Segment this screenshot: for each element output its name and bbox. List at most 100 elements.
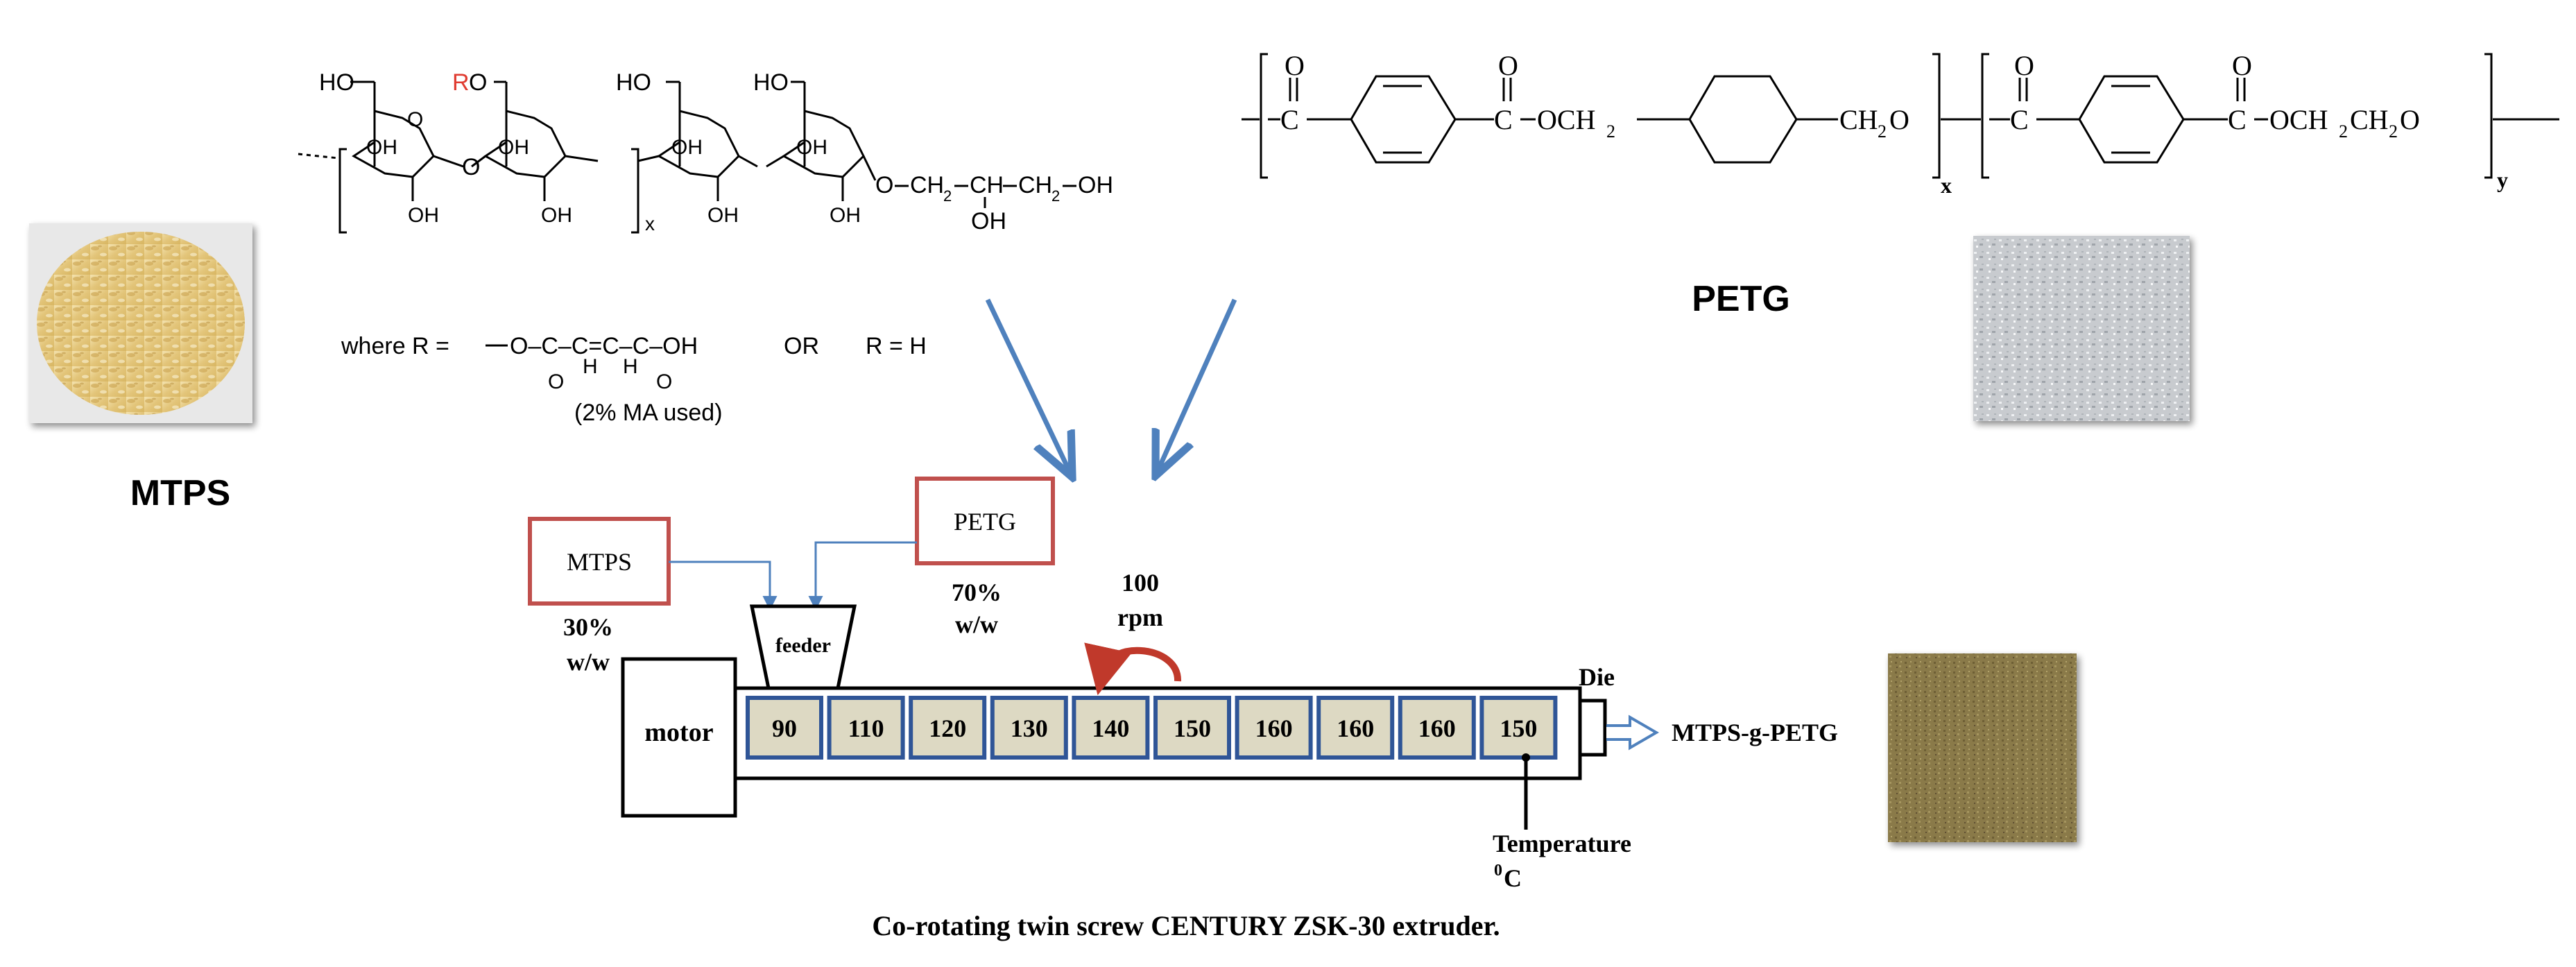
petg-sub: 2 xyxy=(1606,121,1615,142)
feeder-label: feeder xyxy=(775,634,831,657)
oh-label: OH xyxy=(541,204,572,227)
ring-oxygen: O xyxy=(407,108,423,131)
arrow-petg-to-extruder xyxy=(1156,298,1237,476)
thermocouple: Temperature 0 C xyxy=(1493,753,1631,892)
mtps-label: MTPS xyxy=(130,473,230,513)
ho-label: HO xyxy=(616,69,651,96)
diagram-caption: Co-rotating twin screw CENTURY ZSK-30 ex… xyxy=(872,910,1500,941)
output-arrow xyxy=(1606,714,1659,751)
petg-sub: 2 xyxy=(2339,121,2348,142)
tail-o: O xyxy=(875,172,893,198)
ho-label: HO xyxy=(753,69,789,96)
petg-o: O xyxy=(2014,50,2034,81)
petg-o: O xyxy=(1889,104,1909,135)
temperature-zone-box xyxy=(1479,696,1558,760)
mtps-structure-labels: HO R O HO HO O O OH OH OH OH OH OH OH OH… xyxy=(319,69,1113,426)
mtps-box-label: MTPS xyxy=(567,548,632,576)
petg-o: O xyxy=(1498,50,1518,81)
r-group-o: O xyxy=(656,370,672,393)
temperature-zone-value: 120 xyxy=(929,714,966,742)
oh-label: OH xyxy=(707,204,739,227)
r-equals-h: R = H xyxy=(866,333,927,359)
mtps-photo xyxy=(29,223,252,423)
temperature-zone-value: 140 xyxy=(1092,714,1129,742)
temperature-zone-box xyxy=(990,696,1068,760)
tail-oh: OH xyxy=(1078,172,1113,198)
tail-sub: 2 xyxy=(943,187,952,205)
where-r-text: where R = xyxy=(341,333,449,359)
link-oxygen: O xyxy=(462,154,480,180)
petg-fraction-pct: 70% xyxy=(952,579,1002,606)
mtps-fraction-pct: 30% xyxy=(563,613,613,641)
petg-box-label: PETG xyxy=(954,508,1016,536)
die: Die xyxy=(1578,663,1615,757)
temperature-zone-value: 90 xyxy=(772,714,797,742)
temperature-zone-value: 150 xyxy=(1174,714,1211,742)
temperature-zones: 90 110 120 130 140 150 160 160 160 150 xyxy=(746,696,1558,760)
petg-label: PETG xyxy=(1692,279,1790,319)
petg-subscript-x: x xyxy=(1941,173,1952,198)
petg-structure-labels: C O C O OCH 2 CH 2 O x C O C O OCH 2 CH … xyxy=(1280,50,2508,198)
motor-label: motor xyxy=(644,718,713,747)
petg-fraction-unit: w/w xyxy=(955,610,998,638)
petg-o: O xyxy=(2400,104,2420,135)
ho-label: HO xyxy=(319,69,354,96)
petg-ch2o: CH xyxy=(2350,104,2389,135)
oh-label: OH xyxy=(671,136,703,159)
temperature-zone-value: 130 xyxy=(1011,714,1048,742)
r-label: R xyxy=(452,69,470,96)
temperature-zone-box xyxy=(1072,696,1150,760)
oh-label: OH xyxy=(796,136,827,159)
speed-value: 100 xyxy=(1122,569,1159,597)
subscript-x: x xyxy=(645,213,655,234)
petg-ch2o: CH xyxy=(1839,104,1878,135)
r-group-formula: O‒C‒C=C‒C‒OH xyxy=(510,333,698,359)
die-label: Die xyxy=(1579,663,1615,691)
arrow-mtps-to-extruder xyxy=(985,298,1072,477)
petg-c: C xyxy=(1494,104,1513,135)
temperature-zone-box xyxy=(1235,696,1313,760)
r-group-h: H xyxy=(623,355,638,378)
temperature-zone-box xyxy=(827,696,905,760)
oh-label: OH xyxy=(408,204,439,227)
tail-ch2: CH xyxy=(1018,172,1052,198)
o-label: O xyxy=(469,69,487,96)
mtps-fraction-unit: w/w xyxy=(567,648,610,676)
tail-oh: OH xyxy=(971,208,1006,234)
temperature-zone-box xyxy=(909,696,987,760)
temperature-zone-value: 150 xyxy=(1500,714,1537,742)
temperature-unit-sup: 0 xyxy=(1494,862,1502,880)
feeder-hopper: feeder xyxy=(749,604,857,690)
temperature-zone-box xyxy=(1153,696,1231,760)
mtps-feed-line xyxy=(669,560,778,611)
petg-feed-line xyxy=(808,541,917,611)
motor: motor xyxy=(621,657,737,818)
r-group-o: O xyxy=(548,370,564,393)
temperature-zone-value: 160 xyxy=(1337,714,1374,742)
speed-unit: rpm xyxy=(1117,604,1163,631)
petg-o: O xyxy=(2232,50,2252,81)
petg-c: C xyxy=(2010,104,2029,135)
oh-label: OH xyxy=(366,136,397,159)
temperature-zone-value: 110 xyxy=(848,714,884,742)
temperature-zone-box xyxy=(1316,696,1395,760)
rotation-arrow xyxy=(1084,642,1182,696)
temperature-zone-value: 160 xyxy=(1418,714,1456,742)
petg-sub: 2 xyxy=(1878,121,1887,142)
petg-photo xyxy=(1973,236,2190,421)
tail-sub: 2 xyxy=(1051,187,1060,205)
petg-o: O xyxy=(1285,50,1305,81)
petg-c: C xyxy=(2228,104,2247,135)
mtps-structure xyxy=(298,80,877,234)
oh-label: OH xyxy=(830,204,861,227)
temperature-zone-value: 160 xyxy=(1255,714,1293,742)
tail-ch2: CH xyxy=(910,172,944,198)
petg-feed-box: PETG xyxy=(915,477,1055,565)
r-group-h: H xyxy=(583,355,598,378)
temperature-zone-box xyxy=(746,696,823,760)
petg-structure xyxy=(1242,53,2559,179)
petg-och2ch2o: OCH xyxy=(2269,104,2328,135)
mtps-feed-box: MTPS xyxy=(528,517,671,606)
ma-note: (2% MA used) xyxy=(574,400,723,426)
